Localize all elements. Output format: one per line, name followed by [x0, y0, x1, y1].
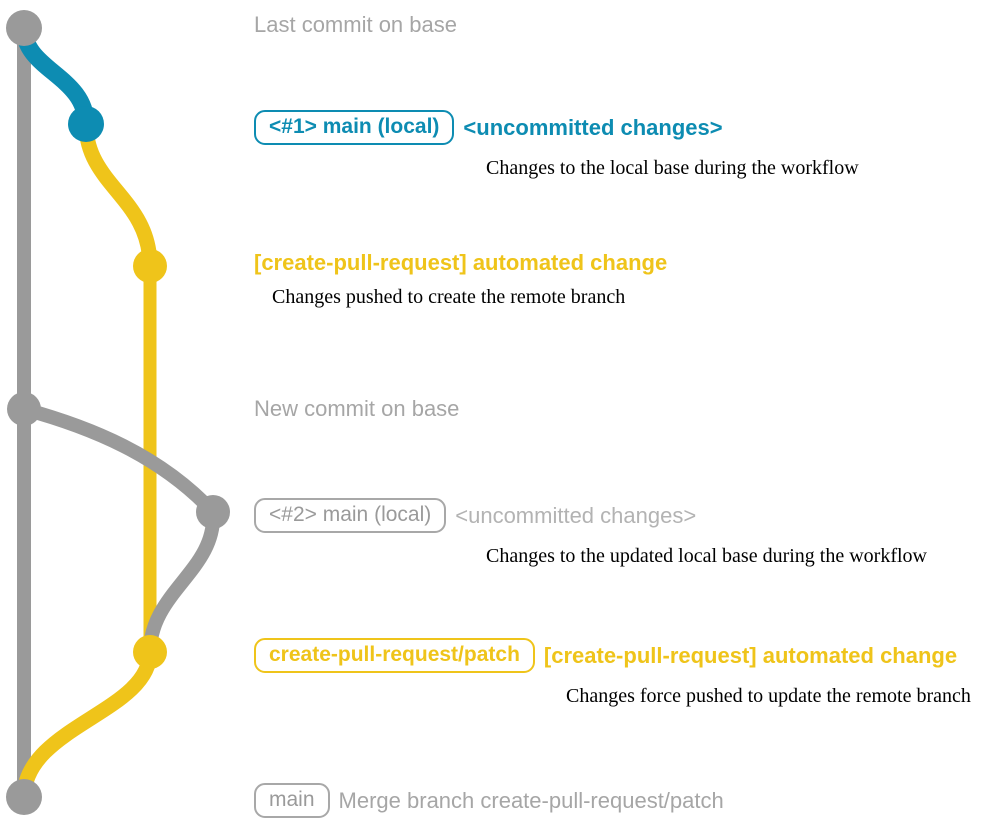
- commit-message: Merge branch create-pull-request/patch: [338, 787, 724, 813]
- commit-node-base-merge[interactable]: [6, 779, 42, 815]
- branch-ref-tag[interactable]: main: [254, 783, 330, 818]
- commit-node-local-1[interactable]: [68, 106, 104, 142]
- commit-row-line: <#1> main (local) <uncommitted changes>: [254, 110, 723, 145]
- commit-row-line: create-pull-request/patch [create-pull-re…: [254, 638, 957, 673]
- branch-ref-tag[interactable]: <#2> main (local): [254, 498, 447, 533]
- edge-remote2-to-merge: [16, 644, 158, 805]
- edge-basenew-to-local2: [17, 402, 220, 519]
- commit-description: Changes to the updated local base during…: [486, 545, 927, 567]
- commit-message: Last commit on base: [254, 12, 457, 37]
- commit-row-line: [create-pull-request] automated change: [254, 252, 667, 274]
- edge-local1-to-remote1: [78, 116, 158, 274]
- commit-row-line: New commit on base: [254, 398, 459, 420]
- commit-node-base-last[interactable]: [6, 10, 42, 46]
- commit-node-base-new[interactable]: [7, 392, 41, 426]
- commit-row: Last commit on base: [254, 14, 457, 36]
- commit-message: New commit on base: [254, 396, 460, 421]
- commit-row: <#1> main (local) <uncommitted changes> Ch…: [254, 110, 859, 178]
- commit-row: create-pull-request/patch [create-pull-re…: [254, 638, 971, 706]
- commit-message: [create-pull-request] automated change: [543, 642, 958, 668]
- commit-description: Changes force pushed to update the remot…: [566, 685, 971, 707]
- commit-description: Changes to the local base during the wor…: [486, 157, 859, 179]
- commit-node-remote-2[interactable]: [133, 635, 167, 669]
- commit-row: main Merge branch create-pull-request/pat…: [254, 783, 724, 818]
- commit-row: <#2> main (local) <uncommitted changes> Ch…: [254, 498, 927, 566]
- commit-row: New commit on base: [254, 398, 459, 420]
- commit-message: <uncommitted changes>: [463, 114, 723, 140]
- branch-ref-tag[interactable]: create-pull-request/patch: [254, 638, 535, 673]
- branch-ref-tag[interactable]: <#1> main (local): [254, 110, 455, 145]
- commit-message: <uncommitted changes>: [455, 502, 697, 528]
- commit-row-line: main Merge branch create-pull-request/pat…: [254, 783, 724, 818]
- commit-node-remote-1[interactable]: [133, 249, 167, 283]
- edge-local2-to-remote2: [143, 505, 221, 659]
- commit-message: [create-pull-request] automated change: [254, 250, 668, 275]
- commit-row-line: Last commit on base: [254, 14, 457, 36]
- commit-description: Changes pushed to create the remote bran…: [272, 286, 626, 308]
- commit-node-local-2[interactable]: [196, 495, 230, 529]
- commit-row-line: <#2> main (local) <uncommitted changes>: [254, 498, 696, 533]
